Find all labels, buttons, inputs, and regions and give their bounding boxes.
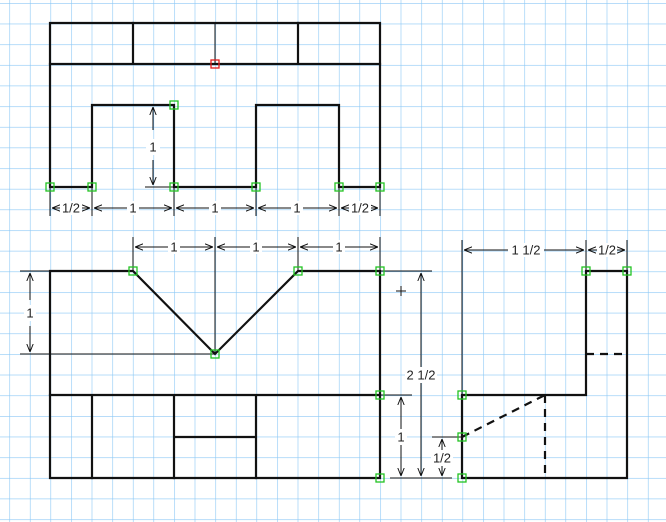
dim-label: 1 [129,201,136,216]
selected-point[interactable] [210,59,220,69]
snap-point[interactable] [251,182,261,192]
snap-point[interactable] [334,182,344,192]
snap-point[interactable] [169,182,179,192]
front-view: 1 1 1 1 2 1/2 1 1/2 [20,237,462,483]
snap-point[interactable] [622,266,632,276]
dim-label: 1 [170,240,177,255]
dim-label: 1/2 [598,243,616,258]
dim-label: 1 [26,306,33,321]
snap-point[interactable] [457,390,467,400]
dim-label: 1 [335,240,342,255]
snap-point[interactable] [581,266,591,276]
front-view-dimensions: 1 1 1 1 2 1/2 1 1/2 [20,237,462,479]
dim-label: 1 [211,201,218,216]
snap-point[interactable] [169,100,179,110]
dim-label: 1 1/2 [512,243,541,258]
dim-label: 1 [149,140,156,155]
snap-point[interactable] [375,473,385,483]
snap-point[interactable] [45,182,55,192]
snap-point[interactable] [375,266,385,276]
dim-label: 1 [397,430,404,445]
snap-points [45,59,385,192]
dim-label: 1/2 [62,201,80,216]
top-view-dimensions: 1 1/2 1 1 1 1/2 [49,107,381,216]
dim-label: 1/2 [433,451,451,466]
snap-point[interactable] [293,266,303,276]
side-view: 1 1/2 1/2 [457,240,632,483]
snap-point[interactable] [128,266,138,276]
snap-point[interactable] [210,349,220,359]
dim-label: 2 1/2 [407,368,436,383]
snap-points [128,266,385,483]
snap-point[interactable] [87,182,97,192]
snap-point[interactable] [375,390,385,400]
dim-label: 1 [252,240,259,255]
snap-points [457,266,632,483]
snap-point[interactable] [375,182,385,192]
dim-label: 1 [293,201,300,216]
dim-label: 1/2 [351,201,369,216]
snap-point[interactable] [457,432,467,442]
snap-point[interactable] [457,473,467,483]
top-view: 1 1/2 1 1 1 1/2 [45,21,385,216]
side-view-dimensions: 1 1/2 1/2 [461,240,628,395]
